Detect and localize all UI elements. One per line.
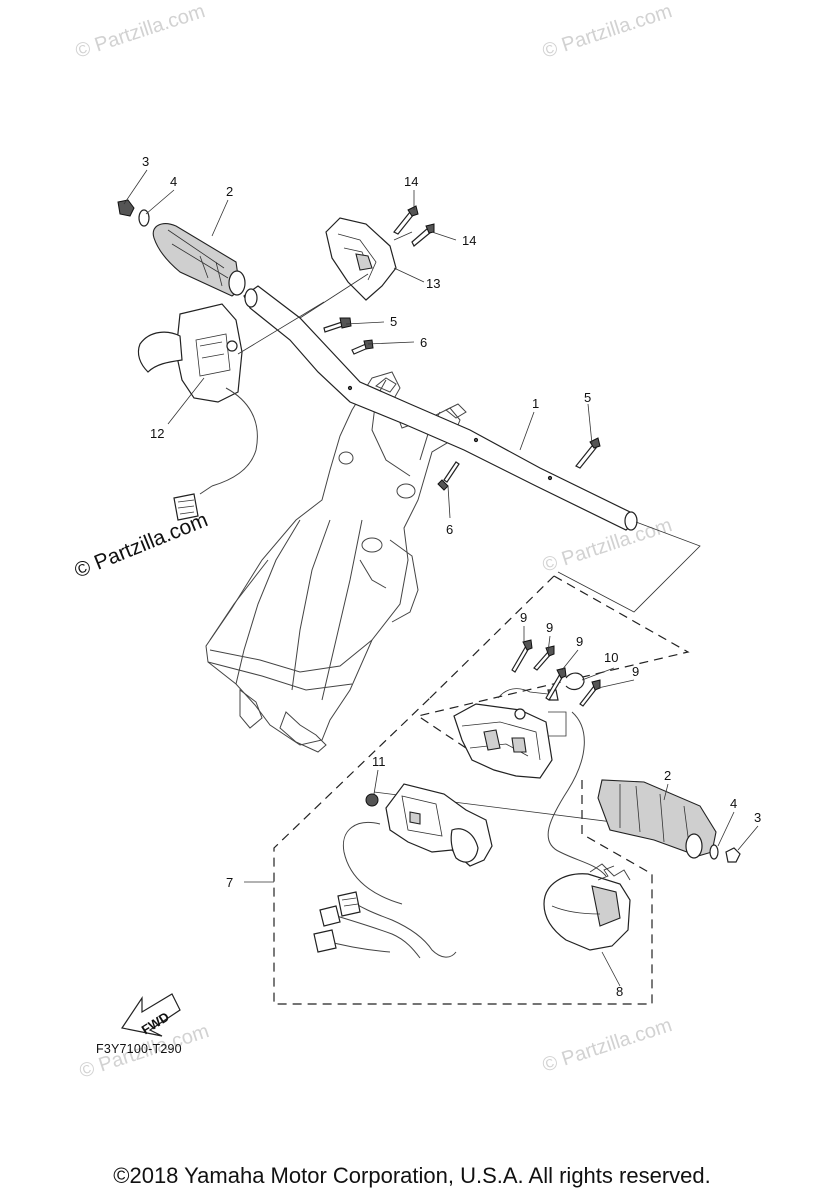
bolt-14-right: [411, 223, 435, 247]
bolt-9-c: [545, 667, 567, 701]
left-switch-housing: [137, 303, 258, 495]
callout-2: 2: [226, 184, 233, 199]
bolt-5-right: [575, 437, 601, 469]
bolt-9-d: [579, 679, 601, 707]
watermark: © Partzilla.com: [540, 1014, 675, 1077]
callout-3: 3: [754, 810, 761, 825]
callout-14: 14: [462, 233, 476, 248]
bolt-9-a: [511, 639, 533, 673]
callout-14: 14: [404, 174, 418, 189]
watermark-main: © Partzilla.com: [71, 508, 211, 582]
handlebar-cover: [325, 217, 397, 301]
throttle-lever-housing: [342, 783, 493, 905]
bolt-14-left: [393, 205, 419, 235]
throttle-cable: [547, 711, 607, 877]
bolt-6-upper: [351, 339, 374, 355]
handlebar: [243, 285, 638, 531]
callout-10: 10: [604, 650, 618, 665]
callout-9: 9: [520, 610, 527, 625]
callout-4: 4: [730, 796, 737, 811]
switch-unit-8: [543, 863, 631, 951]
callout-11: 11: [372, 754, 386, 769]
right-grip: [597, 779, 717, 859]
copyright-footer: ©2018 Yamaha Motor Corporation, U.S.A. A…: [113, 1163, 711, 1188]
switch-assembly-boundary: [273, 575, 690, 1005]
callout-12: 12: [150, 426, 164, 441]
bolt-9-b: [533, 645, 555, 671]
callout-4: 4: [170, 174, 177, 189]
leader-lines: [123, 169, 759, 987]
bolt-6-lower: [437, 461, 460, 491]
bolt-5-upper: [323, 317, 352, 333]
callout-9: 9: [576, 634, 583, 649]
right-switch-body: [453, 688, 567, 779]
callout-8: 8: [616, 984, 623, 999]
figure-code: F3Y7100-T290: [96, 1042, 182, 1056]
watermark: © Partzilla.com: [540, 0, 675, 63]
watermark: © Partzilla.com: [540, 514, 675, 577]
left-end-fasteners: [117, 199, 150, 227]
callout-3: 3: [142, 154, 149, 169]
callout-numbers: 3 4 2 14 14 13 5 6 1 5 12 6 9 9 9 10 9 1…: [142, 154, 761, 999]
clip-10: [565, 672, 585, 691]
right-end-fasteners: [709, 844, 741, 863]
left-grip: [152, 223, 246, 297]
left-connector: [173, 493, 199, 521]
callout-9: 9: [632, 664, 639, 679]
callout-7: 7: [226, 875, 233, 890]
callout-6: 6: [446, 522, 453, 537]
callout-2: 2: [664, 768, 671, 783]
callout-9: 9: [546, 620, 553, 635]
watermark: © Partzilla.com: [73, 0, 208, 63]
callout-5: 5: [584, 390, 591, 405]
callout-1: 1: [532, 396, 539, 411]
callout-6: 6: [420, 335, 427, 350]
right-wiring-harness: [313, 891, 457, 959]
callout-13: 13: [426, 276, 440, 291]
callout-5: 5: [390, 314, 397, 329]
